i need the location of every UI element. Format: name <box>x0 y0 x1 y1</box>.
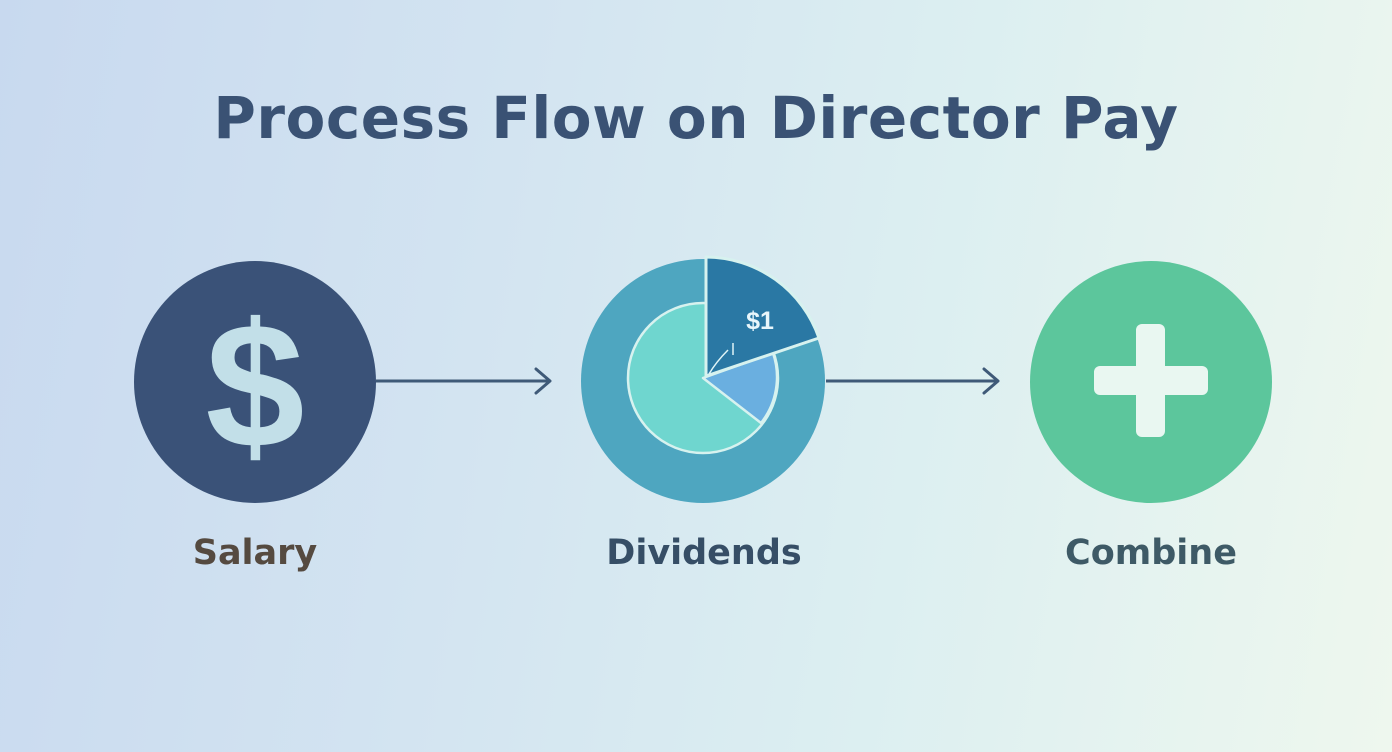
pie-chart-icon: $1 <box>626 255 821 455</box>
combine-label: Combine <box>1065 533 1237 573</box>
dividends-label: Dividends <box>606 533 802 573</box>
arrow-salary-to-dividends <box>376 367 552 395</box>
pie-slice-label: $1 <box>746 307 774 335</box>
pie-dark-slice <box>704 255 821 378</box>
salary-node: $ <box>134 261 376 503</box>
dollar-sign-icon: $ <box>206 286 305 485</box>
dollar-glyph: $ <box>206 286 305 485</box>
combine-node <box>1030 261 1272 503</box>
pie-pointer-line <box>708 349 729 375</box>
salary-circle <box>134 261 376 503</box>
arrow-dividends-to-combine <box>826 367 1000 395</box>
diagram-title: Process Flow on Director Pay <box>213 84 1179 152</box>
pie-light-slice <box>701 351 779 425</box>
dividends-node: $1 <box>581 255 825 503</box>
salary-label: Salary <box>192 533 318 573</box>
plus-icon <box>1094 324 1208 437</box>
